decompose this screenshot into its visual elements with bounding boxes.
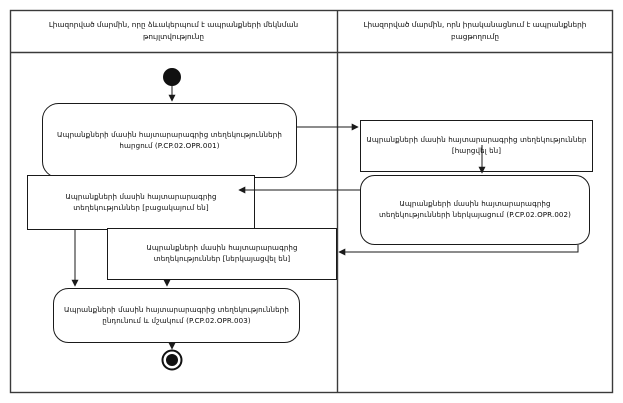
final-node-inner-dot [166,354,178,366]
swimlane-header-left: Լիազորված մարմին, որը ձևակերպում է ապրան… [10,10,337,52]
action-provide-info-shape[interactable] [360,175,590,245]
swimlane-header-right: Լիազորված մարմին, որն իրականացնում է ապր… [337,10,613,52]
action-receive-process-shape[interactable] [53,288,300,343]
object-info-provided-shape[interactable] [107,228,337,280]
object-info-absent-shape[interactable] [27,175,255,230]
initial-node-circle[interactable] [163,68,181,86]
object-info-requested-shape[interactable] [360,120,593,172]
diagram-frame [9,9,614,394]
edge-provide-to-provided [338,245,579,256]
action-request-info-shape[interactable] [42,103,297,178]
swimlane-header-left-label: Լիազորված մարմին, որը ձևակերպում է ապրան… [48,20,299,41]
swimlane-header-right-label: Լիազորված մարմին, որն իրականացնում է ապր… [363,20,587,41]
